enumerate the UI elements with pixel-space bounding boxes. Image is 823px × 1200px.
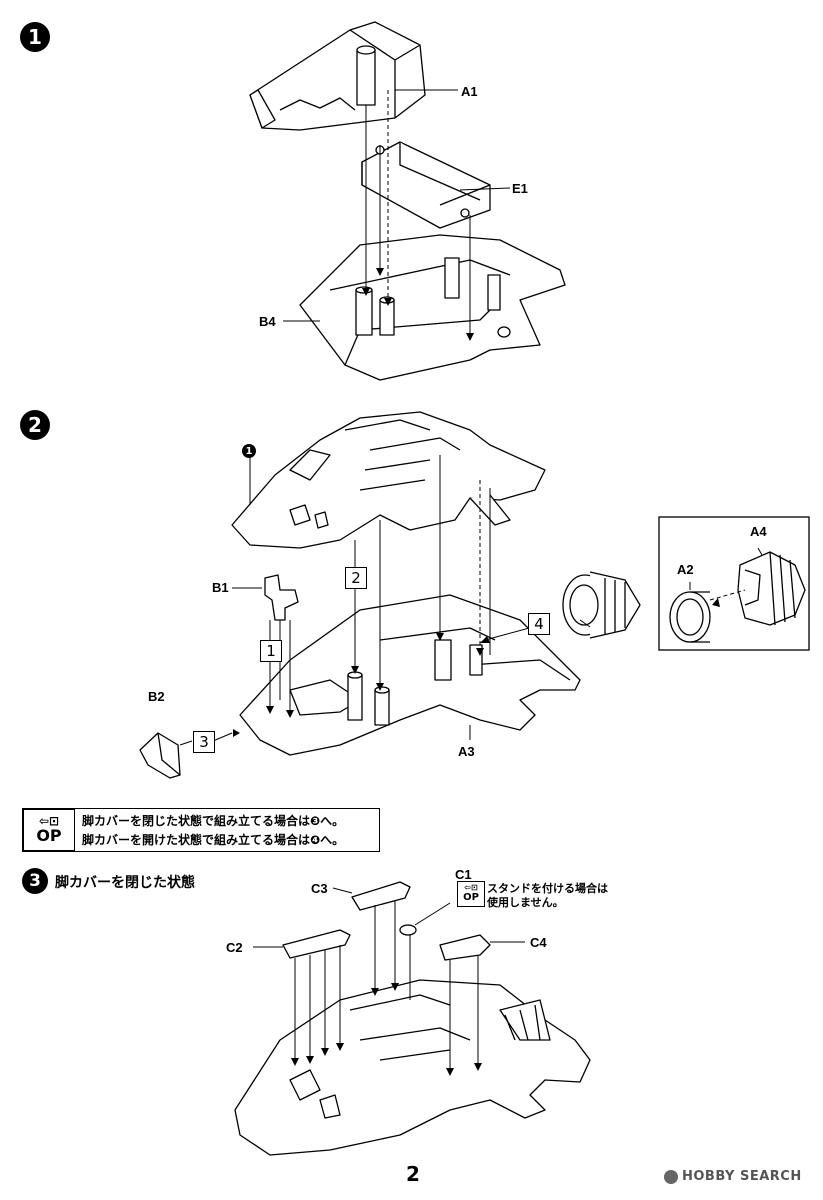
part-b4-drawing: [299, 234, 566, 381]
part-b1-drawing: [264, 574, 299, 621]
brand-watermark: HOBBY SEARCH: [682, 1169, 802, 1184]
label-c3: C3: [311, 881, 328, 896]
part-c4-drawing: [439, 934, 491, 961]
page-number: 2: [406, 1162, 420, 1186]
sub-step-3: 3: [193, 731, 215, 753]
sub-step-2: 2: [345, 567, 367, 589]
stand-note-line-1: スタンドを付ける場合は: [487, 882, 608, 895]
label-a4: A4: [750, 524, 767, 539]
label-b4: B4: [259, 314, 276, 329]
stand-option-arrow-icon: ⇦⊡: [464, 883, 478, 892]
label-a1: A1: [461, 84, 478, 99]
step-2-badge: 2: [20, 410, 50, 440]
part-c2-drawing: [282, 929, 351, 959]
engine-nozzle-drawing: [562, 571, 641, 639]
option-icon-label: OP: [36, 826, 62, 845]
step-1-number: 1: [28, 25, 42, 49]
step-2-reference-badge: 1: [242, 444, 256, 458]
sub-step-4: 4: [528, 613, 550, 635]
part-e1-drawing: [361, 141, 491, 229]
part-b2-drawing: [139, 732, 181, 779]
label-b2: B2: [148, 689, 165, 704]
stand-option-icon-label: OP: [463, 892, 479, 903]
option-note-line-2: 脚カバーを開けた状態で組み立てる場合は❹へ。: [82, 833, 345, 847]
label-e1: E1: [512, 181, 528, 196]
option-arrow-icon: ⇦⊡: [38, 814, 60, 828]
step-3-number: 3: [29, 871, 41, 891]
option-icon: ⇦⊡ OP: [23, 809, 75, 851]
upper-hull-drawing: [231, 411, 546, 549]
label-c4: C4: [530, 935, 547, 950]
label-a2: A2: [677, 562, 694, 577]
part-c3-drawing: [351, 881, 411, 911]
stand-note-line-2: 使用しません。: [487, 896, 564, 909]
option-note-box: [22, 808, 380, 852]
stand-option-icon: ⇦⊡ OP: [457, 881, 485, 907]
brand-logo-icon: [664, 1170, 678, 1184]
option-note-line-1: 脚カバーを閉じた状態で組み立てる場合は❸へ。: [82, 814, 345, 828]
label-a3: A3: [458, 744, 475, 759]
label-c2: C2: [226, 940, 243, 955]
label-c1: C1: [455, 867, 472, 882]
sub-step-1: 1: [260, 640, 282, 662]
part-a3-drawing: [239, 594, 581, 756]
step-3-badge: 3: [22, 868, 48, 894]
part-a2-drawing: [669, 591, 711, 643]
part-c1-drawing: [399, 924, 417, 936]
step-1-badge: 1: [20, 22, 50, 52]
step-2-number: 2: [28, 413, 42, 437]
part-a1-drawing: [249, 21, 426, 131]
label-b1: B1: [212, 580, 229, 595]
step-2-reference-number: 1: [245, 445, 253, 457]
hull-step3-drawing: [234, 979, 591, 1156]
step-3-title: 脚カバーを閉じた状態: [55, 875, 195, 891]
part-a4-drawing: [737, 551, 806, 626]
